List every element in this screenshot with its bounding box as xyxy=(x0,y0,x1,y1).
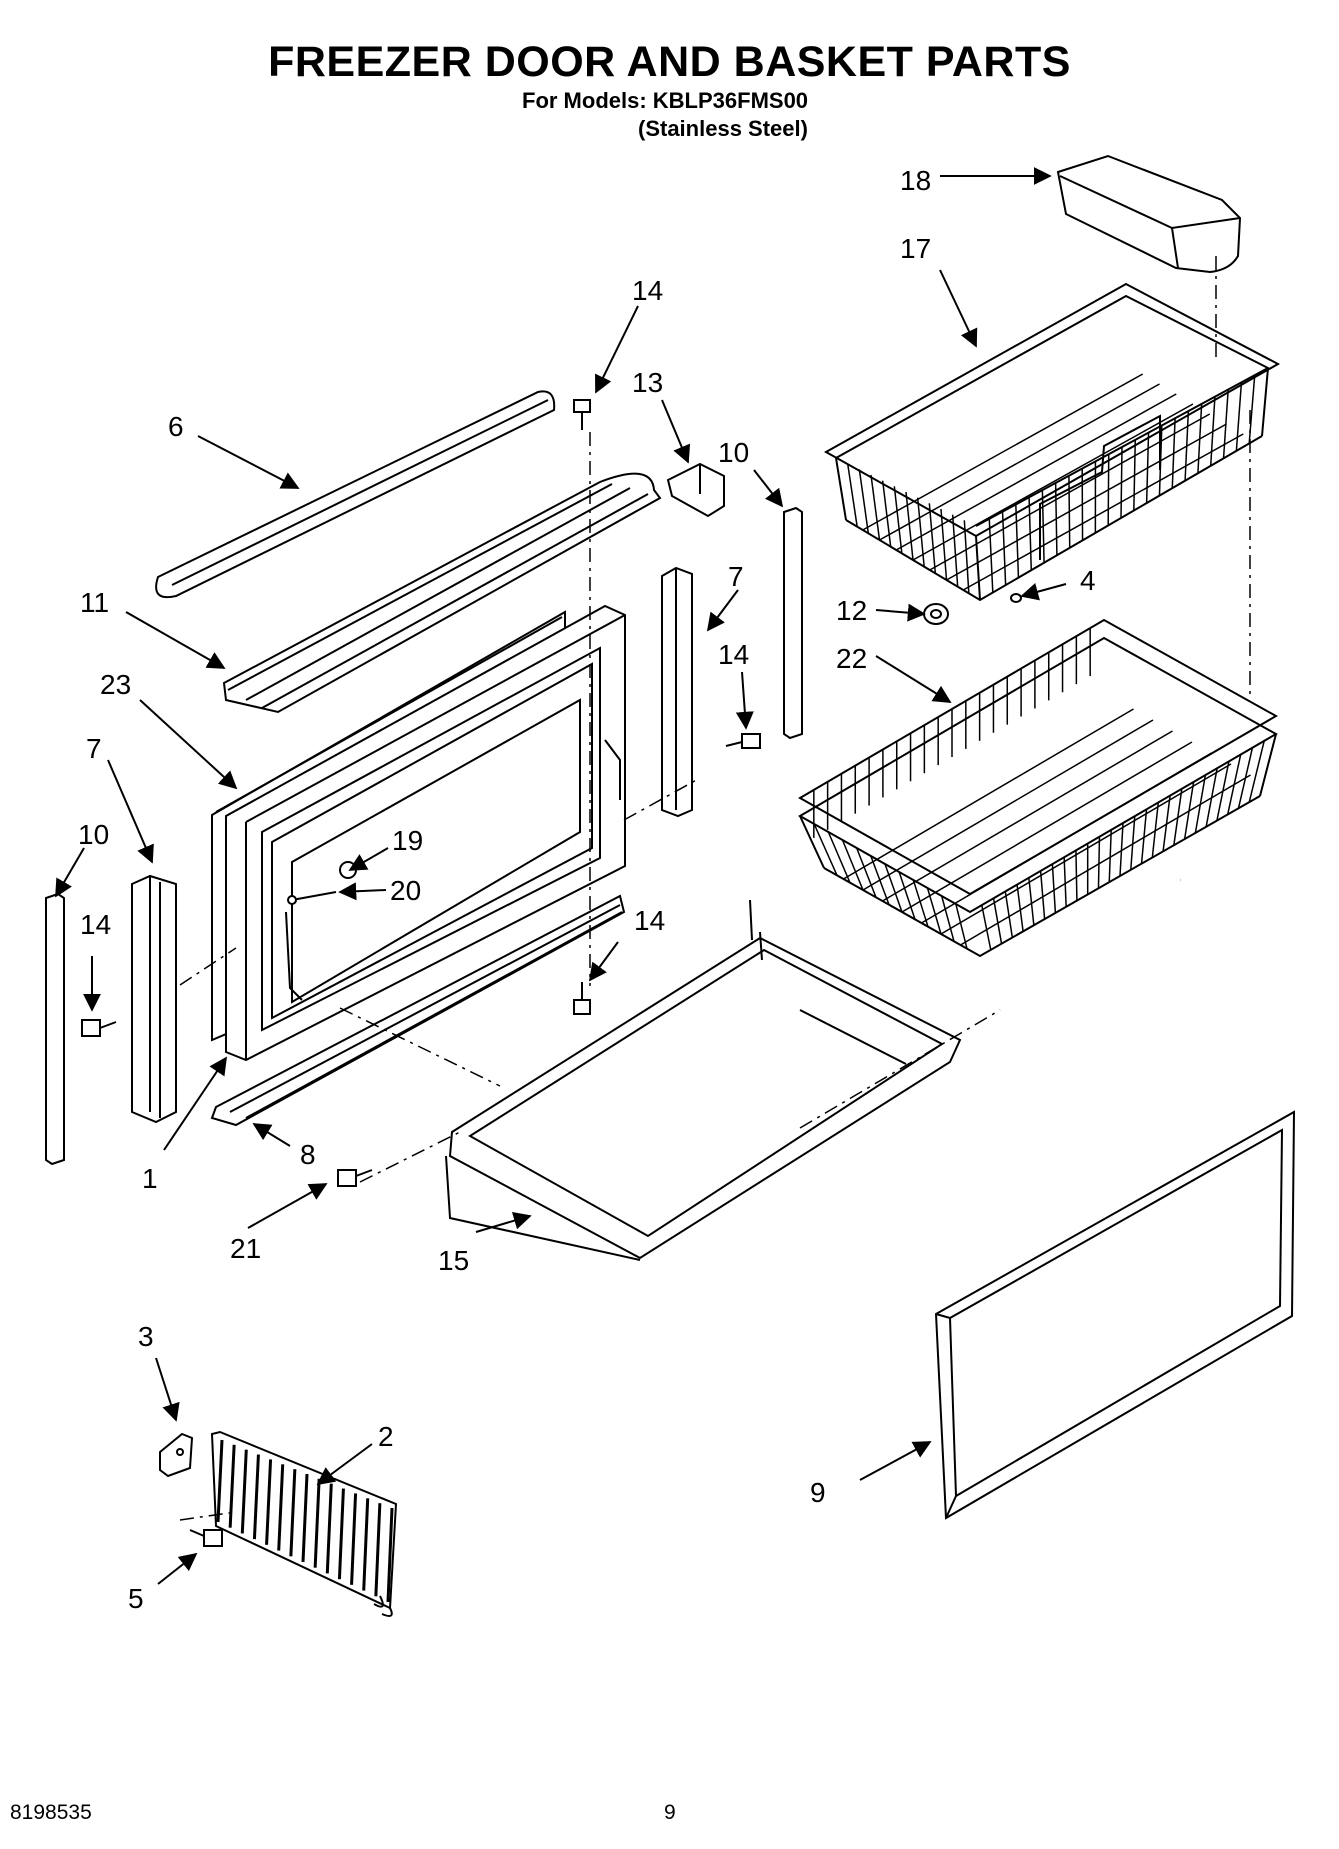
callout-19: 19 xyxy=(392,825,423,856)
part-19-nut xyxy=(339,861,357,879)
callout-8: 8 xyxy=(300,1139,316,1170)
callout-6: 6 xyxy=(168,411,184,442)
callout-14-left: 14 xyxy=(80,909,111,940)
part-17-upper-basket xyxy=(823,282,1281,602)
finish-line: (Stainless Steel) xyxy=(638,116,808,141)
part-17-basket-wires xyxy=(846,373,1256,594)
part-10-left-side-strip xyxy=(45,892,65,1166)
part-22-basket-wires xyxy=(813,628,1265,950)
part-7-left-side-channel xyxy=(131,874,177,1124)
callout-4: 4 xyxy=(1080,565,1096,596)
callout-7-left: 7 xyxy=(86,733,102,764)
part-18-bin xyxy=(1056,154,1242,274)
callout-20: 20 xyxy=(390,875,421,906)
part-20-stud xyxy=(287,891,337,905)
part-11-top-channel xyxy=(222,472,662,714)
part-21-screw xyxy=(337,1169,373,1187)
callout-12: 12 xyxy=(836,595,867,626)
part-2-divider-bars xyxy=(216,1439,394,1603)
part-4-washer xyxy=(1010,593,1022,603)
part-7-right-side-channel xyxy=(661,566,693,818)
callout-7-right: 7 xyxy=(728,561,744,592)
page-number: 9 xyxy=(664,1801,676,1824)
callout-23: 23 xyxy=(100,669,131,700)
leader-arrows xyxy=(55,167,1067,1585)
part-14-screws xyxy=(81,399,761,1037)
callout-21: 21 xyxy=(230,1233,261,1264)
callout-2: 2 xyxy=(378,1421,394,1452)
callout-17: 17 xyxy=(900,233,931,264)
callout-10-left: 10 xyxy=(78,819,109,850)
callout-14-top: 14 xyxy=(632,275,663,306)
part-5-screw xyxy=(189,1529,223,1547)
part-22-lower-basket xyxy=(797,618,1279,958)
callout-5: 5 xyxy=(128,1583,144,1614)
callout-18: 18 xyxy=(900,165,931,196)
doc-number: 8198535 xyxy=(10,1801,92,1824)
callout-15: 15 xyxy=(438,1245,469,1276)
part-10-right-side-strip xyxy=(783,506,803,740)
part-3-bracket xyxy=(159,1432,194,1478)
callout-14-lower: 14 xyxy=(634,905,665,936)
callout-22: 22 xyxy=(836,643,867,674)
callout-labels: 1 2 3 4 5 6 7 7 8 9 10 10 11 12 13 14 14… xyxy=(78,165,1096,1614)
models-line: For Models: KBLP36FMS00 xyxy=(522,88,809,113)
callout-1: 1 xyxy=(142,1163,158,1194)
alignment-lines xyxy=(179,256,1251,1521)
part-12-wheel xyxy=(923,603,949,625)
part-13-clip xyxy=(666,462,725,518)
callout-14-mid-right: 14 xyxy=(718,639,749,670)
part-8-bottom-channel xyxy=(210,894,626,1127)
callout-3: 3 xyxy=(138,1321,154,1352)
part-9-gasket xyxy=(934,1110,1296,1520)
callout-13: 13 xyxy=(632,367,663,398)
callout-11: 11 xyxy=(80,587,109,618)
page-title: FREEZER DOOR AND BASKET PARTS xyxy=(268,38,1071,86)
part-15-slide-frame xyxy=(445,899,962,1261)
part-1-door-frame xyxy=(225,604,626,1062)
callout-10-right: 10 xyxy=(718,437,749,468)
part-6-trim-cap xyxy=(155,390,556,599)
callout-9: 9 xyxy=(810,1477,826,1508)
